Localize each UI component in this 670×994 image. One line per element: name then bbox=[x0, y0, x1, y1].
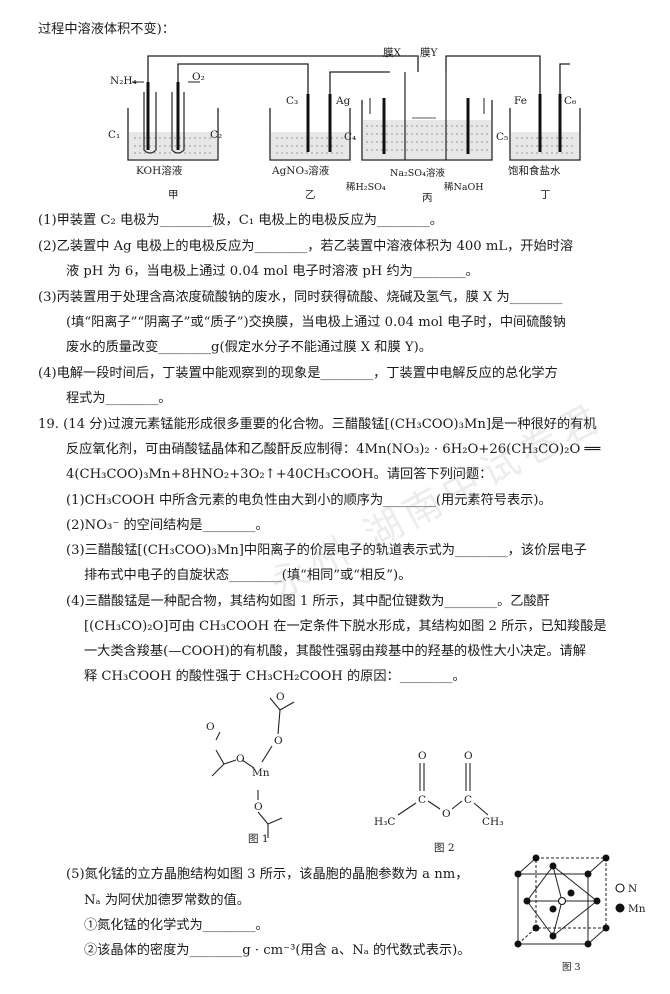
bing-left-solution-label: 稀H₂SO₄ bbox=[346, 181, 386, 193]
q19-line-5: (2)NO₃⁻ 的空间结构是________。 bbox=[66, 518, 269, 533]
fig2-o-right: O bbox=[464, 750, 473, 762]
jia-c1-label: C₁ bbox=[108, 129, 120, 141]
fig2-left-ch3: H₃C bbox=[374, 816, 395, 828]
bing-right-solution-label: 稀NaOH bbox=[444, 181, 484, 193]
q19-line-2: 反应氧化剂，可由硝酸锰晶体和乙酸酐反应制得：4Mn(NO₃)₂ · 6H₂O+2… bbox=[66, 442, 601, 457]
q18-line-3: 液 pH 为 6，当电极上通过 0.04 mol 电子时溶液 pH 约为____… bbox=[66, 264, 479, 279]
yi-ag-label: Ag bbox=[335, 95, 351, 107]
q19-line-7: 排布式中电子的自旋状态________(填“相同”或“相反”)。 bbox=[84, 568, 412, 583]
bing-membrane-y-label: 膜Y bbox=[420, 47, 438, 59]
q19-line-4: (1)CH₃COOH 中所含元素的电负性由大到小的顺序为________(用元素… bbox=[66, 493, 552, 508]
ding-fe-label: Fe bbox=[514, 95, 527, 107]
fig3-legend-n: N bbox=[628, 883, 637, 895]
intro-text: 过程中溶液体积不变)： bbox=[38, 22, 176, 37]
fig2-caption: 图 2 bbox=[434, 842, 455, 854]
q19-line-6: (3)三醋酸锰[(CH₃COO)₃Mn]中阳离子的价层电子的轨道表示式为____… bbox=[66, 543, 587, 558]
fig1-o-bottom: O bbox=[254, 801, 263, 813]
bing-name: 丙 bbox=[422, 192, 433, 202]
bing-c4-label: C₄ bbox=[344, 131, 356, 143]
ding-c6-label: C₆ bbox=[564, 95, 576, 107]
q18-line-4: (3)丙装置用于处理含高浓度硫酸钠的废水，同时获得硫酸、烧碱及氢气，膜 X 为_… bbox=[38, 290, 563, 305]
q19-line-3: 4(CH₃COO)₃Mn+8HNO₂+3O₂↑+40CH₃COOH。请回答下列问… bbox=[66, 467, 493, 482]
fig3-caption: 图 3 bbox=[562, 962, 581, 973]
jia-solution-label: KOH溶液 bbox=[136, 164, 183, 177]
fig1-mn: Mn bbox=[252, 767, 270, 779]
bing-membrane-x-label: 膜X bbox=[383, 47, 401, 59]
fig3-legend-mn: Mn bbox=[628, 903, 646, 915]
fig1-o-left-top: O bbox=[206, 721, 215, 733]
jia-c2-label: C₂ bbox=[210, 129, 222, 141]
q19-line-1: 19. (14 分)过渡元素锰能形成很多重要的化合物。三醋酸锰[(CH₃COO)… bbox=[38, 417, 597, 432]
ding-solution-label: 饱和食盐水 bbox=[508, 164, 561, 177]
fig2-o-left: O bbox=[418, 750, 427, 762]
fig1-o-top: O bbox=[276, 691, 285, 703]
q19-line-9: [(CH₃CO)₂O]可由 CH₃COOH 在一定条件下脱水形成，其结构如图 2… bbox=[84, 619, 607, 634]
bing-mid-solution-label: Na₂SO₄溶液 bbox=[390, 167, 445, 179]
yi-solution-label: AgNO₃溶液 bbox=[271, 164, 330, 177]
bing-c5-label: C₅ bbox=[496, 131, 508, 143]
jia-o2-label: O₂ bbox=[192, 71, 205, 83]
yi-c3-label: C₃ bbox=[286, 95, 298, 107]
figure-2-structure: O O C C O H₃C CH₃ 图 2 bbox=[374, 750, 503, 854]
fig2-right-ch3: CH₃ bbox=[482, 816, 503, 828]
q18-line-7: (4)电解一段时间后，丁装置中能观察到的现象是________，丁装置中电解反应… bbox=[38, 366, 558, 381]
fig1-caption: 图 1 bbox=[248, 833, 269, 845]
jia-name: 甲 bbox=[168, 189, 179, 201]
q18-line-8: 程式为________。 bbox=[66, 391, 172, 406]
fig1-o-upper: O bbox=[274, 735, 283, 747]
q19-5-line-4: ②该晶体的密度为________g · cm⁻³(用含 a、Nₐ 的代数式表示)… bbox=[84, 943, 471, 958]
fig2-o-bridge: O bbox=[442, 808, 451, 820]
q19-5-line-1: (5)氮化锰的立方晶胞结构如图 3 所示，该晶胞的晶胞参数为 a nm， bbox=[66, 867, 469, 882]
q18-line-5: (填“阳离子”“阴离子”或“质子”)交换膜，当电极上通过 0.04 mol 电子… bbox=[66, 315, 566, 330]
q19-line-10: 一大类含羧基(—COOH)的有机酸，其酸性强弱由羧基中的羟基的极性大小决定。请解 bbox=[84, 644, 586, 659]
q19-line-8: (4)三醋酸锰是一种配合物，其结构如图 1 所示，其中配位键数为________… bbox=[66, 594, 550, 609]
q18-line-2: (2)乙装置中 Ag 电极上的电极反应为________，若乙装置中溶液体积为 … bbox=[38, 239, 574, 254]
fig2-c-right: C bbox=[464, 794, 472, 806]
fig1-o-left: O bbox=[236, 753, 245, 765]
q19-5-line-3: ①氮化锰的化学式为________。 bbox=[84, 918, 269, 933]
figure-3-unit-cell: N Mn 图 3 bbox=[514, 854, 646, 973]
yi-name: 乙 bbox=[305, 189, 316, 201]
q18-line-1: (1)甲装置 C₂ 电极为________极，C₁ 电极上的电极反应为_____… bbox=[38, 213, 443, 228]
jia-gas-label: N₂H₄ bbox=[110, 75, 137, 87]
electrolysis-apparatus-figure: N₂H₄ O₂ C₁ C₂ KOH溶液 甲 C₃ Ag AgNO₃溶液 乙 膜X… bbox=[108, 47, 581, 202]
fig2-c-left: C bbox=[418, 794, 426, 806]
figure-1-structure: O O O O Mn O 图 1 bbox=[206, 691, 295, 845]
ding-name: 丁 bbox=[540, 189, 551, 201]
q19-5-line-2: Nₐ 为阿伏加德罗常数的值。 bbox=[84, 893, 250, 908]
q18-line-6: 废水的质量改变________g(假定水分子不能通过膜 X 和膜 Y)。 bbox=[66, 340, 432, 355]
q19-line-11: 释 CH₃COOH 的酸性强于 CH₃CH₂COOH 的原因：________。 bbox=[84, 669, 466, 684]
